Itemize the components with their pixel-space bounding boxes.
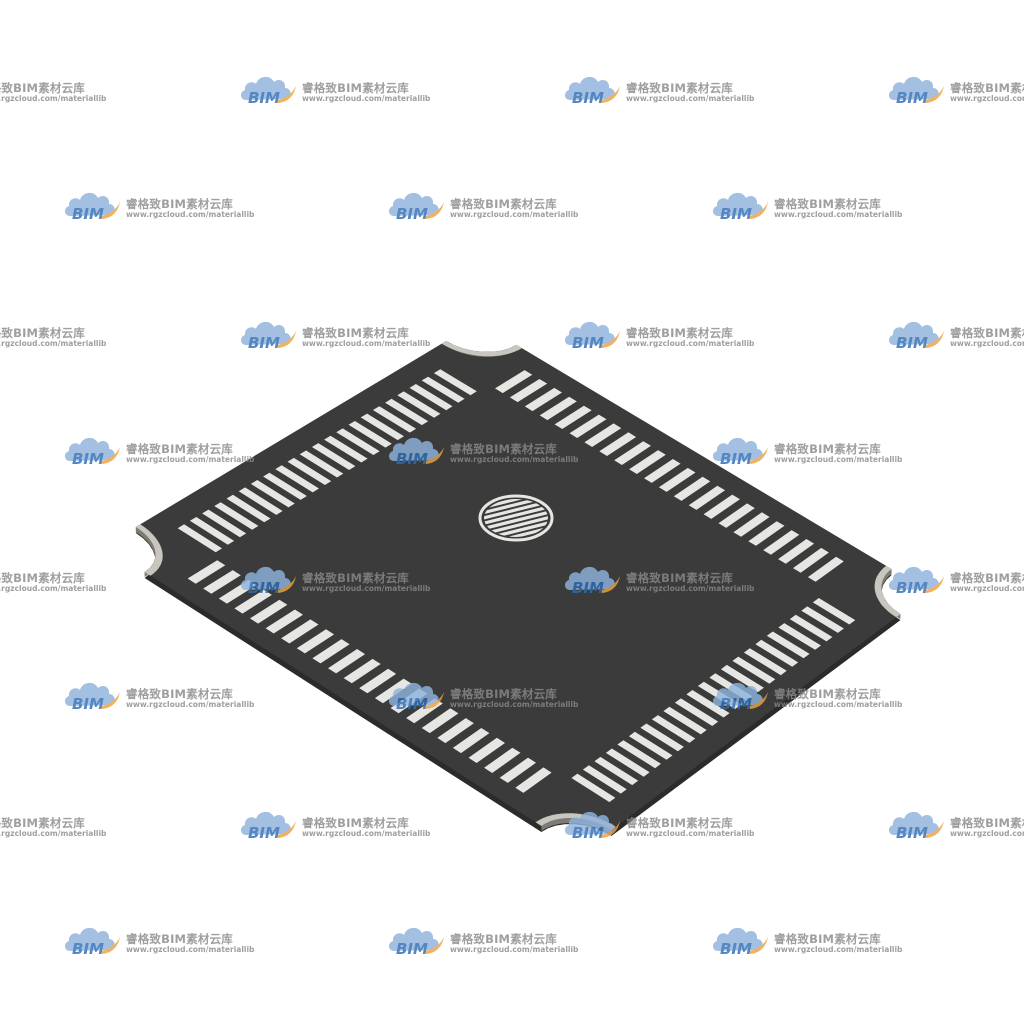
crosswalk-north-stripe [336, 428, 380, 455]
crosswalk-south-stripe [640, 723, 684, 752]
manhole-stripe [484, 515, 548, 536]
crosswalk-north-stripe [214, 502, 259, 530]
crosswalk-east-stripe [778, 539, 815, 564]
manhole-stripe [484, 510, 548, 531]
crosswalk-west-stripe [359, 668, 397, 694]
crosswalk-west-stripe [187, 560, 226, 584]
crosswalk-east-stripe [718, 503, 755, 528]
crosswalk-north-stripe [360, 413, 404, 441]
crosswalk-east-stripe [569, 414, 607, 438]
crosswalk-south-stripe [812, 598, 856, 625]
crosswalk-north-stripe [311, 443, 356, 470]
crosswalk-east-stripe [748, 521, 785, 546]
crosswalk-north-stripe [263, 472, 307, 500]
crosswalk-west-stripe [437, 718, 474, 744]
crosswalk-east-stripe [629, 450, 666, 474]
crosswalk-north-stripe [250, 480, 295, 508]
crosswalk-east-stripe [703, 494, 740, 519]
crosswalk-west-stripe [203, 570, 241, 594]
crosswalk-north-stripe [299, 450, 344, 478]
crosswalk-south-stripe [732, 656, 776, 684]
crosswalk-north-stripe [275, 465, 319, 493]
crosswalk-west-stripe [296, 629, 335, 654]
crosswalk-east-stripe [495, 370, 533, 394]
crosswalk-east-stripe [614, 441, 651, 465]
crosswalk-east-stripe [509, 379, 548, 403]
curb-corner-left [135, 524, 163, 576]
crosswalk-north-stripe [202, 509, 247, 538]
crosswalk-north-stripe [189, 517, 235, 545]
crosswalk-east-stripe [793, 547, 829, 573]
crosswalk-east-stripe [733, 512, 770, 537]
crosswalk-west-stripe [343, 658, 381, 684]
crosswalk-east-stripe [584, 423, 622, 447]
crosswalk-north-stripe [433, 369, 477, 396]
crosswalk-west-stripe [234, 589, 272, 614]
crosswalk-south-stripe [789, 614, 833, 642]
crosswalk-west-stripe [312, 639, 350, 664]
crosswalk-north-stripe [409, 384, 453, 411]
manhole-stripe [484, 499, 547, 511]
crosswalk-south-stripe [651, 715, 696, 743]
crosswalk-south-stripe [663, 706, 707, 735]
crosswalk-north-stripe [226, 494, 271, 523]
crosswalk-north-stripe [421, 376, 465, 403]
crosswalk-south-stripe [594, 756, 639, 786]
manhole-cover [478, 494, 554, 542]
crosswalks [177, 369, 856, 803]
crosswalk-east-stripe [554, 405, 592, 429]
crosswalk-east-stripe [673, 476, 711, 501]
crosswalk-west-stripe [452, 728, 490, 754]
curb-corner-left-shadow [135, 527, 156, 577]
crosswalk-west-stripe [515, 767, 552, 793]
manhole-ring [478, 494, 554, 542]
crosswalk-east-stripe [524, 387, 562, 412]
manhole-stripe [484, 525, 548, 537]
crosswalk-north-stripe [385, 398, 429, 426]
crosswalk-north-stripe [397, 391, 441, 418]
crosswalk-north-stripe [177, 524, 222, 553]
crosswalk-west-stripe [281, 619, 319, 644]
crosswalk-west-stripe [499, 757, 536, 783]
crosswalk-east-stripe [688, 485, 726, 510]
crosswalk-west-stripe [250, 599, 288, 624]
crosswalk-south-stripe [766, 631, 810, 659]
manhole-stripes [484, 499, 548, 537]
crosswalk-south-stripe [571, 773, 616, 803]
crosswalk-east-stripe [599, 432, 637, 456]
crosswalk-south-stripe [801, 606, 844, 633]
crosswalk-south-stripe [743, 648, 787, 676]
crosswalk-north-stripe [287, 457, 332, 485]
crosswalk-east-stripe [644, 459, 681, 483]
crosswalk-south-stripe [605, 748, 650, 777]
crosswalk-south-stripe [674, 698, 719, 726]
crosswalk-north-stripe [238, 487, 283, 515]
crosswalk-south-stripe [628, 731, 673, 760]
crosswalk-south-stripe [755, 639, 799, 667]
crosswalk-east-stripe [658, 467, 696, 492]
crosswalk-north-stripe [348, 421, 392, 448]
crosswalk-east-stripe [539, 396, 577, 421]
crosswalk-west-stripe [484, 747, 521, 773]
crosswalk-south-stripe [582, 765, 627, 794]
crosswalk-west-stripe [468, 737, 505, 763]
crosswalk-west-stripe [265, 609, 303, 634]
curb-corner-top [441, 341, 522, 357]
manhole-stripe [484, 505, 548, 526]
crosswalk-east-stripe [763, 530, 800, 555]
curb-corner-bottom [535, 813, 616, 830]
curb-corner-right [874, 565, 901, 618]
crosswalk-west-stripe [328, 649, 366, 674]
crosswalk-south-stripe [617, 740, 661, 769]
crosswalk-south-stripe [686, 690, 730, 718]
crosswalk-north-stripe [372, 406, 417, 433]
crosswalk-north-stripe [324, 435, 368, 463]
crosswalk-south-stripe [778, 623, 821, 650]
manhole-stripe [484, 500, 548, 521]
crosswalk-east-stripe [807, 556, 844, 582]
crosswalk-west-stripe [421, 708, 459, 734]
